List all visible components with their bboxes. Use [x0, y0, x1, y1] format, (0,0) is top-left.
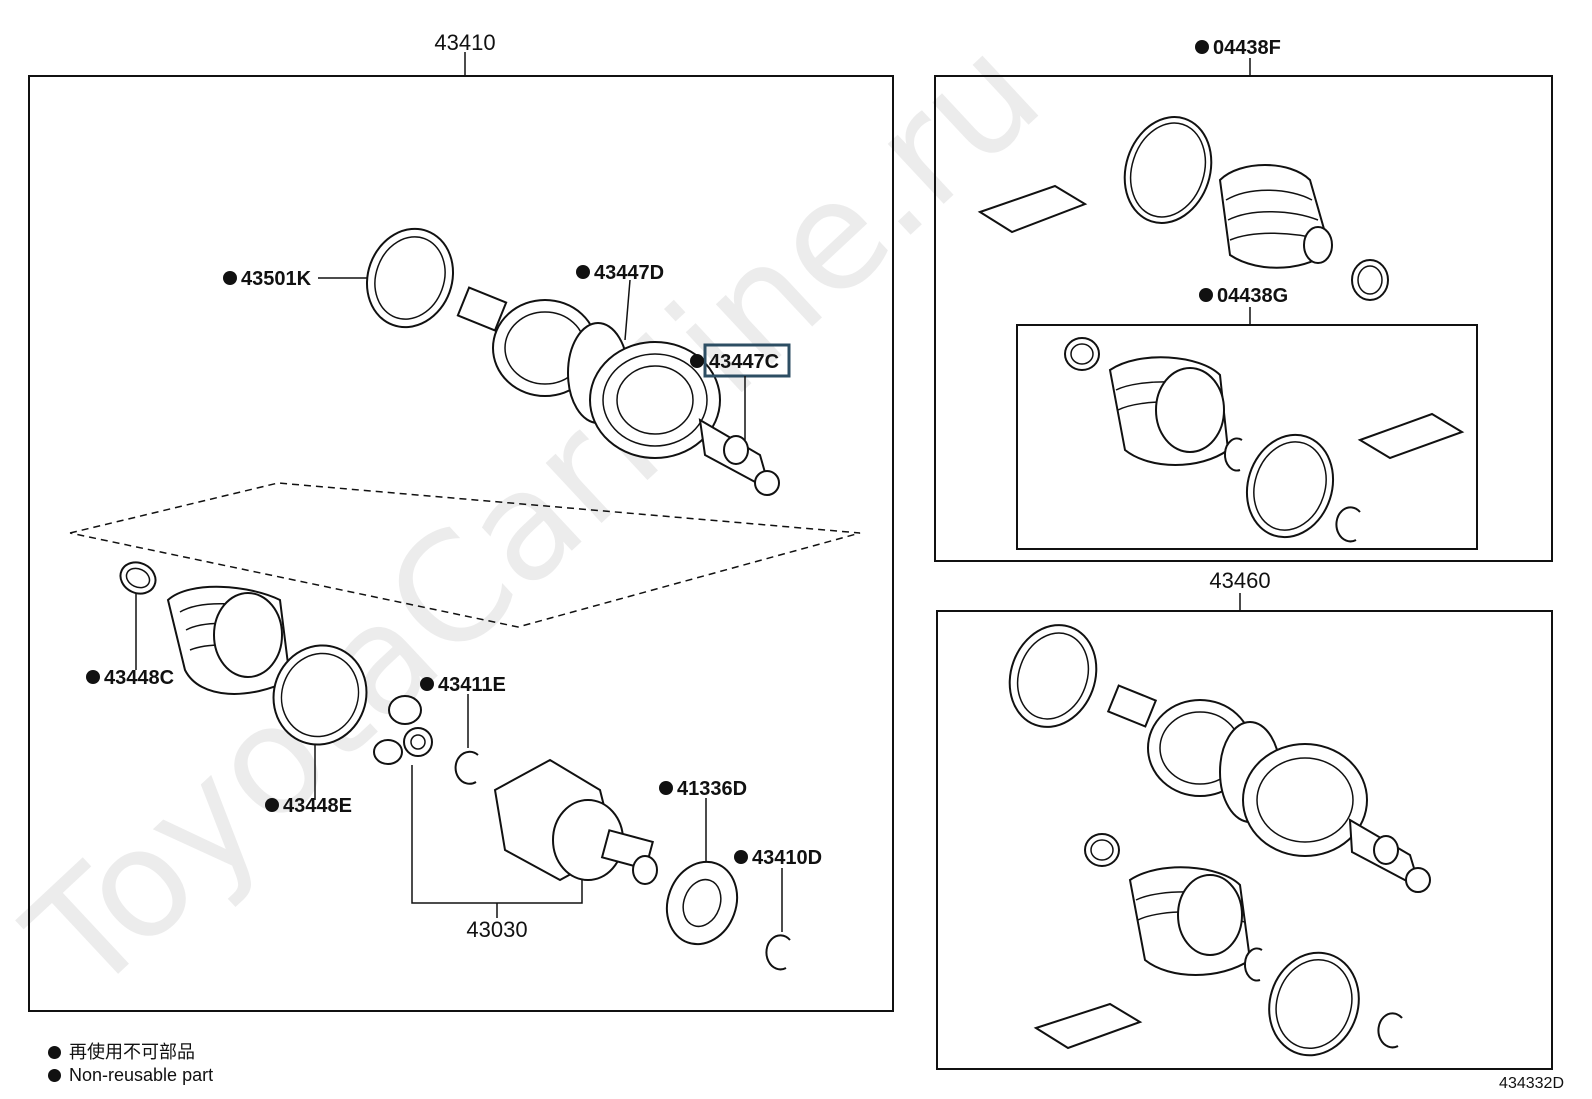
highlight-box-43447c: [703, 343, 791, 378]
grease-pack[interactable]: [977, 184, 1088, 234]
legend-line-2: Non-reusable part: [48, 1064, 213, 1086]
band-large[interactable]: [1111, 106, 1224, 235]
callout-43448e[interactable]: 43448E: [283, 795, 352, 817]
tripod-joint[interactable]: [373, 695, 433, 765]
snap-ring-kit[interactable]: [1223, 437, 1243, 472]
callout-43410d[interactable]: 43410D: [752, 847, 822, 869]
panel-43460: 43460: [936, 568, 1553, 1070]
ring-43501k[interactable]: [353, 217, 466, 340]
clamp-inner-kit[interactable]: [1064, 337, 1100, 371]
snap-ring-assy[interactable]: [1243, 947, 1263, 982]
callout-43460[interactable]: 43460: [1209, 568, 1270, 593]
callout-43448c[interactable]: 43448C: [104, 667, 174, 689]
inner-boot-assy[interactable]: [1128, 866, 1252, 976]
inboard-boot[interactable]: [166, 585, 292, 695]
callout-04438f[interactable]: 04438F: [1213, 37, 1281, 59]
clamp-assy[interactable]: [1084, 833, 1120, 867]
callout-43410[interactable]: 43410: [434, 30, 495, 55]
callout-43411e[interactable]: 43411E: [438, 674, 506, 696]
non-reusable-dot: [48, 1046, 61, 1059]
outer-boot[interactable]: [1218, 164, 1333, 269]
band-large-kit[interactable]: [1234, 424, 1346, 549]
ring-assy[interactable]: [996, 613, 1111, 739]
inboard-joint-43030[interactable]: [493, 758, 658, 885]
callout-43501k[interactable]: 43501K: [241, 268, 312, 290]
clip-43410d[interactable]: [765, 934, 791, 971]
inner-boot-kit[interactable]: [1108, 356, 1230, 466]
figure-number: 434332D: [1499, 1075, 1564, 1092]
grease-pack-assy[interactable]: [1033, 1002, 1143, 1050]
legend-line-1: 再使用不可部品: [48, 1041, 195, 1063]
clip-kit[interactable]: [1335, 506, 1361, 543]
band-large-assy[interactable]: [1256, 941, 1372, 1067]
callout-04438g[interactable]: 04438G: [1217, 285, 1288, 307]
clip-assy[interactable]: [1377, 1012, 1403, 1049]
drive-shaft-assembly-right[interactable]: [1106, 684, 1431, 893]
watermark: ToyotaCarMine.ru: [0, 5, 1073, 1027]
panel-43410: 43410 43501K 43447D 4344: [28, 30, 894, 1012]
callout-43447d[interactable]: 43447D: [594, 262, 664, 284]
clamp-43448c[interactable]: [115, 557, 160, 599]
band-small[interactable]: [1351, 259, 1389, 301]
callout-43447c[interactable]: 43447C: [709, 351, 779, 373]
grease-pack-kit[interactable]: [1357, 412, 1465, 460]
panel-04438f: 04438F 04438G: [934, 37, 1553, 562]
snap-ring-43411e[interactable]: [454, 750, 479, 785]
callout-41336d[interactable]: 41336D: [677, 778, 747, 800]
non-reusable-dot: [223, 271, 237, 285]
band-43448e[interactable]: [260, 632, 381, 757]
drive-shaft-assembly[interactable]: [456, 286, 780, 496]
dust-cover-41336d[interactable]: [656, 852, 749, 954]
non-reusable-dot: [48, 1069, 61, 1082]
callout-43030[interactable]: 43030: [466, 917, 527, 942]
